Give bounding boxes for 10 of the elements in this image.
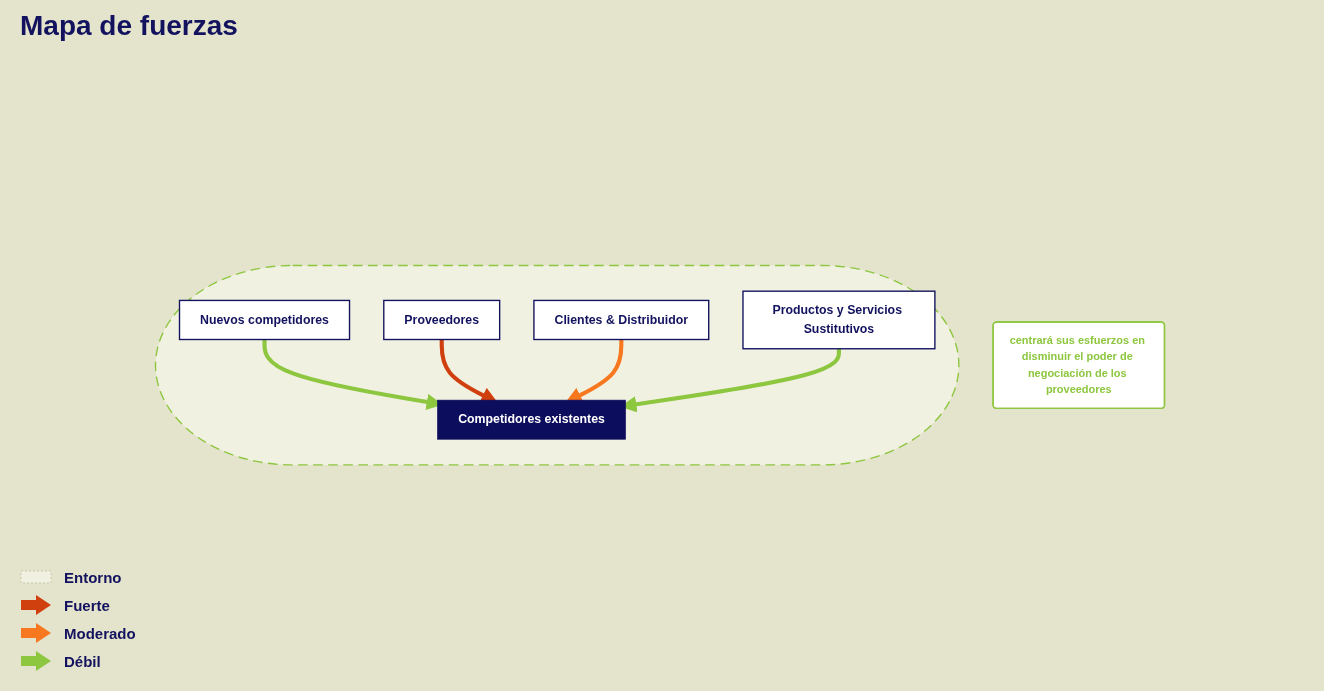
legend-label: Fuerte	[64, 596, 110, 614]
node-box: Proveedores	[383, 299, 501, 340]
node-box: Clientes & Distribuidor	[533, 299, 710, 340]
node-box: Nuevos competidores	[178, 299, 351, 340]
diagram-title: Mapa de fuerzas	[20, 10, 238, 42]
node-box: Competidores existentes	[437, 399, 626, 440]
legend-label: Moderado	[64, 624, 136, 642]
node-box: Productos y Servicios Sustitutivos	[742, 290, 936, 350]
legend-label: Débil	[64, 652, 101, 670]
legend-label: Entorno	[64, 568, 122, 586]
